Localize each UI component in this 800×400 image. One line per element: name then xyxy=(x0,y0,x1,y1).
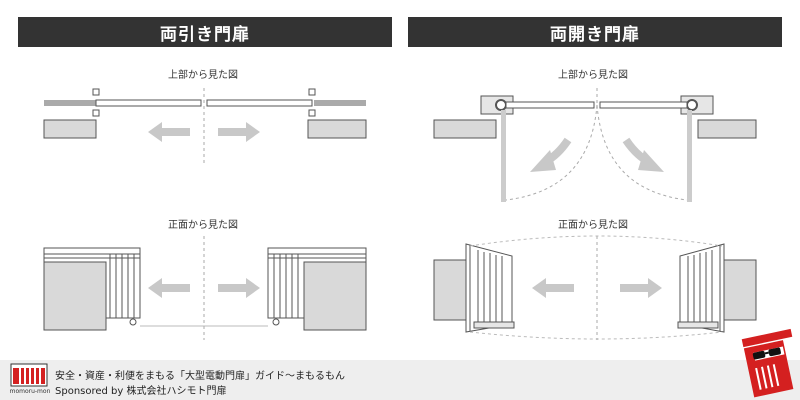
swing-leaf-left-top xyxy=(505,101,595,109)
sliding-top-view-label: 上部から見た図 xyxy=(168,70,238,81)
gate-diagrams xyxy=(43,88,757,340)
sliding-front-view-label: 正面から見た図 xyxy=(168,220,238,231)
sliding-post-marker xyxy=(92,88,100,96)
sliding-front-wheel xyxy=(272,318,280,326)
sliding-top-view xyxy=(43,88,367,165)
swing-front-leaf-right xyxy=(679,243,725,333)
sliding-leaf-right-top xyxy=(206,99,313,107)
sliding-gate-header: 両引き門扉 xyxy=(18,17,392,47)
swing-leaf-right-open xyxy=(687,110,692,202)
sliding-top-arrow-left xyxy=(148,122,190,142)
sliding-front-arrow-right xyxy=(218,278,260,298)
sliding-rail-left xyxy=(44,100,96,106)
sliding-wall-right xyxy=(307,119,367,139)
sliding-front-wheel xyxy=(129,318,137,326)
swing-front-view xyxy=(433,235,757,340)
swing-wall-right xyxy=(697,119,757,139)
swing-front-base-left xyxy=(473,321,515,329)
swing-gate-title: 両開き門扉 xyxy=(550,24,640,45)
swing-leaf-left-open xyxy=(501,110,506,202)
sliding-top-arrow-right xyxy=(218,122,260,142)
footer-logo-text: momoru-mon xyxy=(9,388,51,395)
sliding-front-view xyxy=(43,236,367,340)
swing-front-arrow-right xyxy=(620,278,662,298)
swing-top-arrow-right xyxy=(622,137,664,172)
sliding-leaf-left-top xyxy=(95,99,202,107)
sliding-rail-right xyxy=(314,100,366,106)
sliding-gate-title: 両引き門扉 xyxy=(160,24,250,45)
sliding-front-arrow-left xyxy=(148,278,190,298)
swing-front-wall-right xyxy=(721,259,757,321)
swing-arc-right xyxy=(596,104,688,201)
sliding-post-marker xyxy=(92,109,100,117)
mascot-icon xyxy=(741,328,794,398)
swing-front-wall-left xyxy=(433,259,471,321)
swing-wall-left xyxy=(433,119,497,139)
swing-arc-left xyxy=(505,104,598,201)
swing-gate-header: 両開き門扉 xyxy=(408,17,782,47)
swing-top-view-label: 上部から見た図 xyxy=(558,70,628,81)
swing-top-view xyxy=(433,95,757,202)
swing-front-guide-bottom xyxy=(469,331,723,340)
swing-front-view-label: 正面から見た図 xyxy=(558,220,628,231)
sliding-wall-left xyxy=(43,119,97,139)
swing-hinge-right xyxy=(686,99,698,111)
swing-front-base-right xyxy=(677,321,719,329)
sliding-front-right-wall xyxy=(303,261,367,331)
footer-logo xyxy=(10,363,48,387)
swing-hinge-left xyxy=(495,99,507,111)
sliding-post-marker xyxy=(308,109,316,117)
swing-front-leaf-left xyxy=(465,243,513,333)
footer: momoru-mon 安全・資産・利便をまもる「大型電動門扉」ガイド〜まもるもん… xyxy=(0,328,800,400)
swing-front-arrow-left xyxy=(532,278,574,298)
swing-top-arrow-left xyxy=(530,137,572,172)
footer-guide-text: 安全・資産・利便をまもる「大型電動門扉」ガイド〜まもるもん xyxy=(55,371,345,382)
swing-front-guide-top xyxy=(469,235,723,247)
sliding-front-left-wall xyxy=(43,261,107,331)
footer-sponsor-text: Sponsored by 株式会社ハシモト門扉 xyxy=(55,386,227,397)
sliding-post-marker xyxy=(308,88,316,96)
swing-leaf-right-top xyxy=(599,101,688,109)
